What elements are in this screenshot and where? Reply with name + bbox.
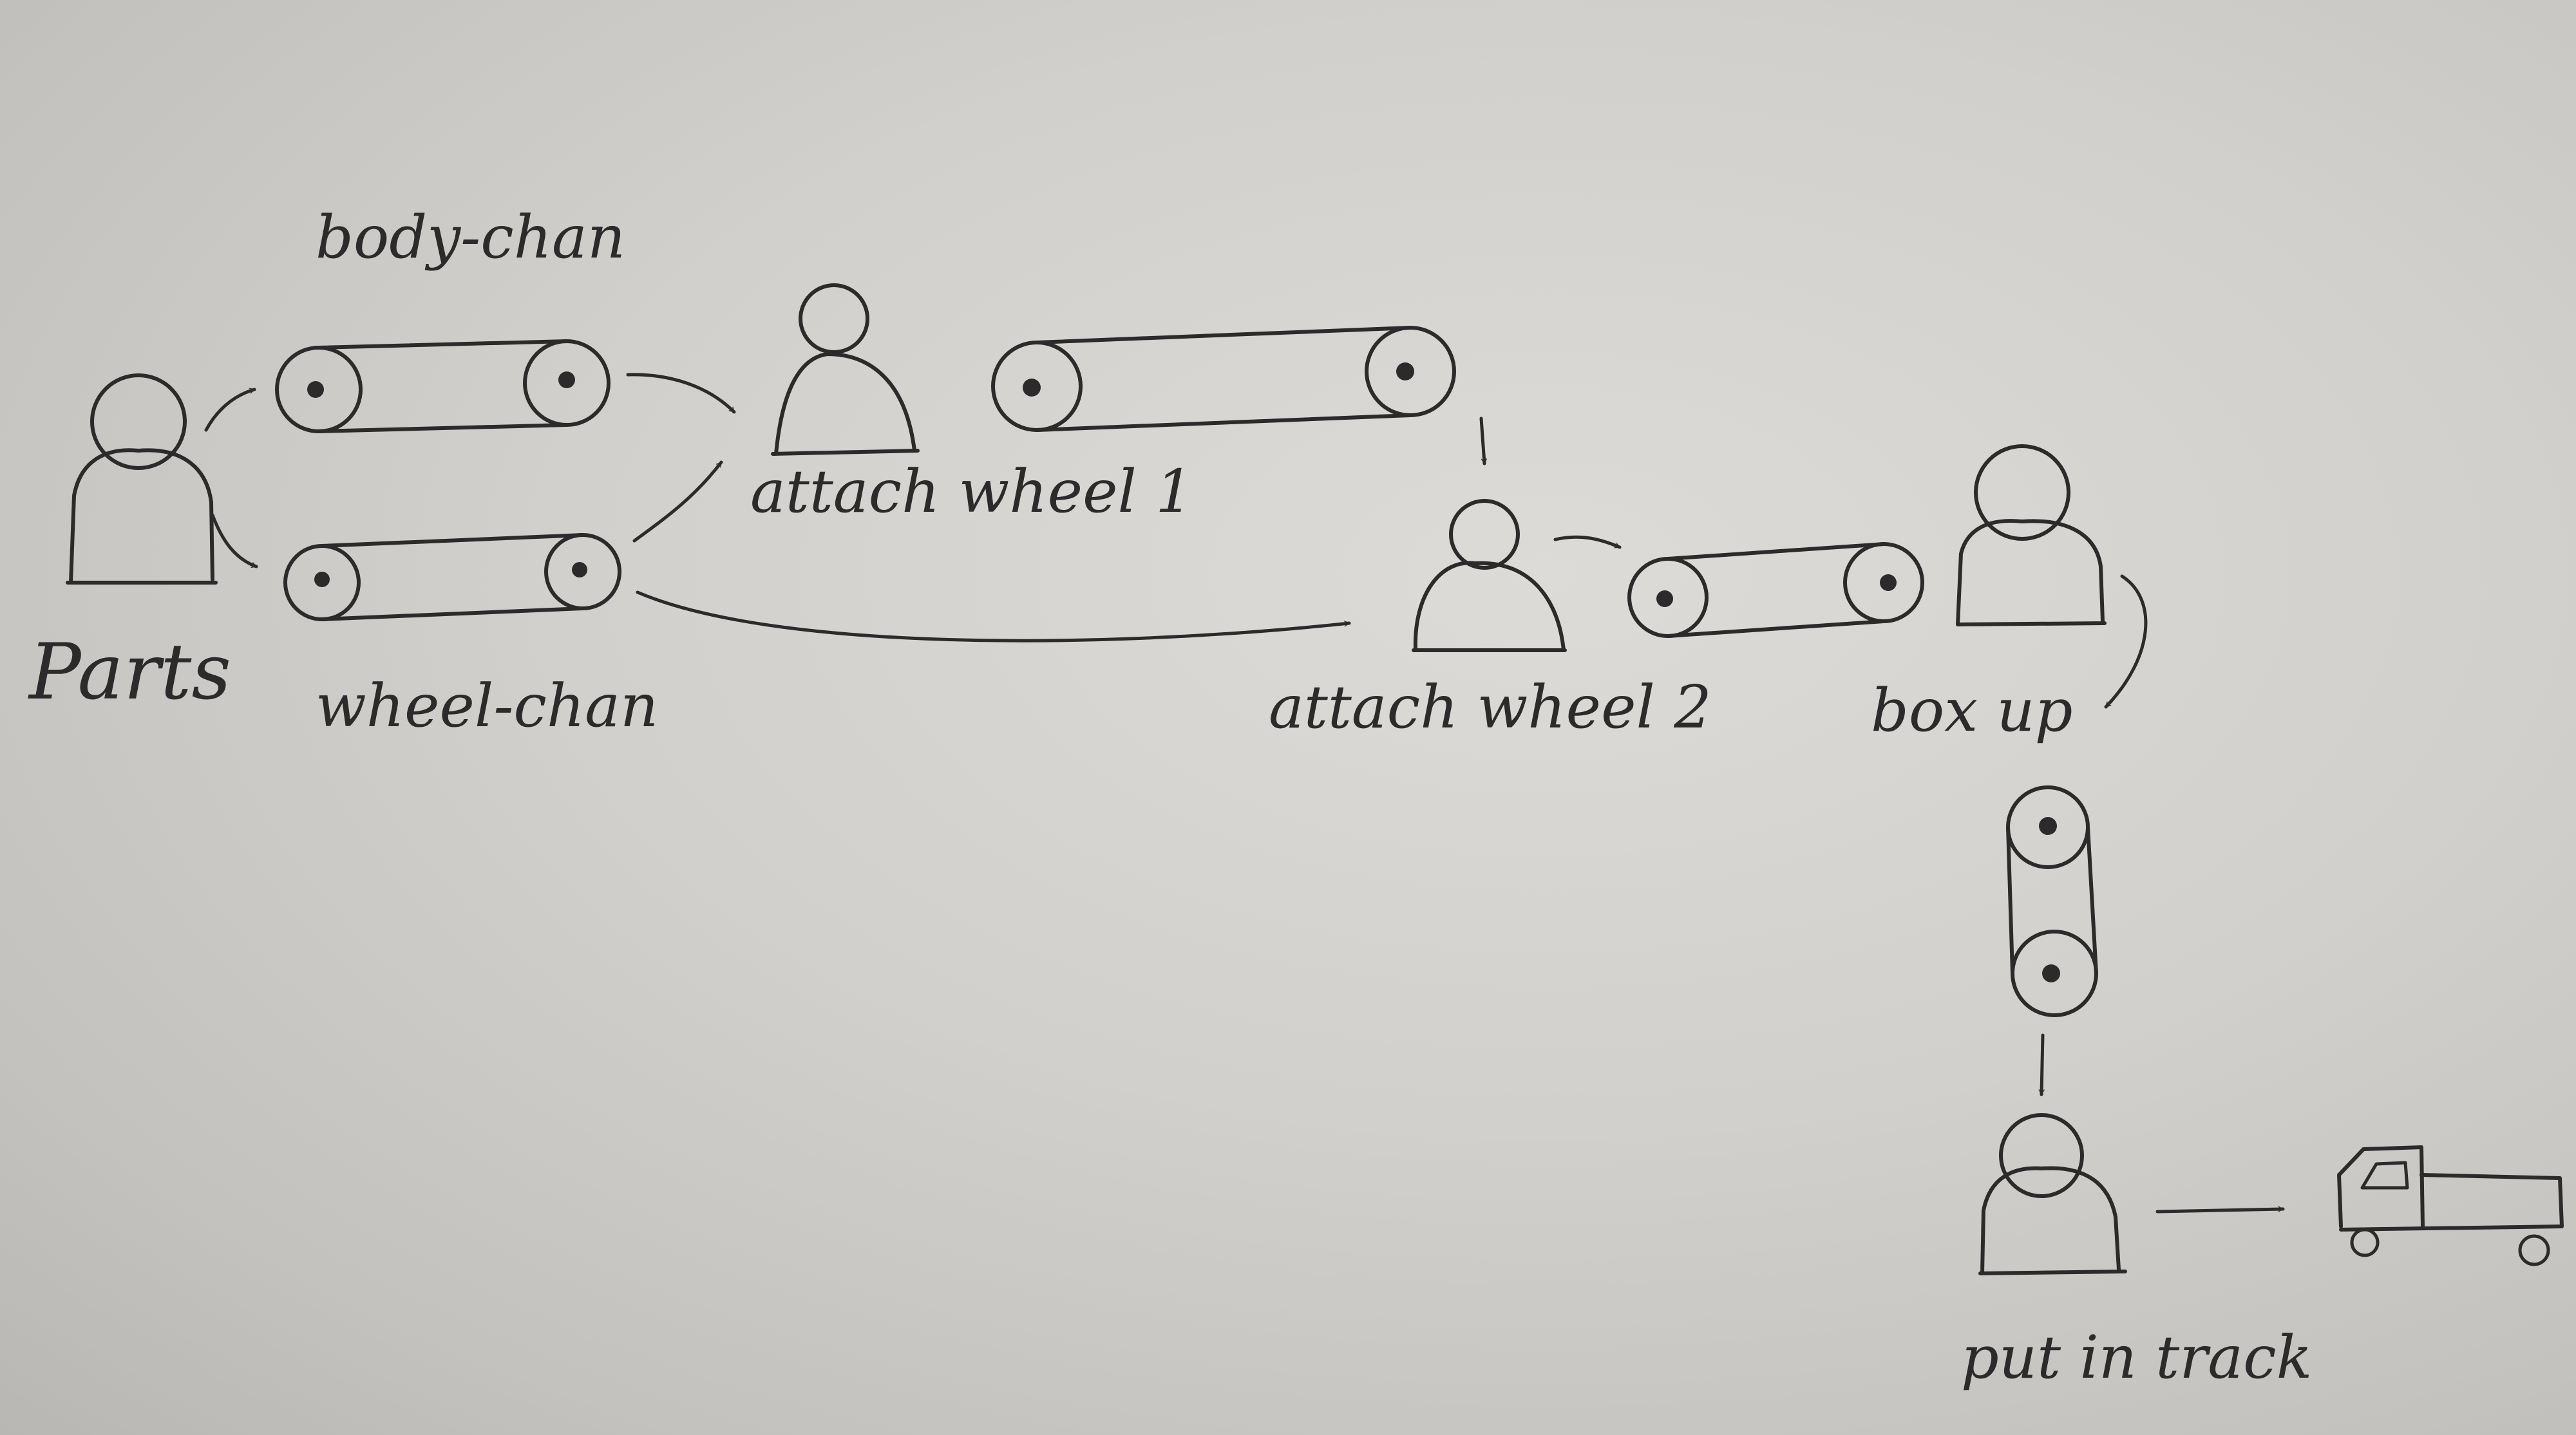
conveyor-aw2-left-hub xyxy=(1656,590,1673,607)
arrow-box-up-to-vertical-conveyor xyxy=(2104,574,2148,709)
conveyor-body-chan-left-hub xyxy=(307,381,324,398)
arrow-to-attach-wheel-2 xyxy=(1479,417,1488,465)
conveyor-wheel-chan-left-hub xyxy=(314,572,330,587)
conveyor-after-attach-wheel-1 xyxy=(991,326,1456,432)
conveyor-aw2-right-hub xyxy=(1880,574,1897,591)
arrow-vertical-conveyor-to-put-in-track xyxy=(2038,1033,2045,1096)
arrow-parts-to-body-chan xyxy=(204,388,256,432)
conveyor-aw1-left-hub xyxy=(1023,379,1041,397)
label-parts: Parts xyxy=(28,628,231,717)
arrow-parts-to-wheel-chan xyxy=(211,513,258,568)
label-box-up: box up xyxy=(1871,676,2073,745)
arrow-wheel-chan-to-attach-wheel-2 xyxy=(636,590,1351,642)
label-body-chan: body-chan xyxy=(316,203,625,272)
worker-parts-head xyxy=(90,373,187,470)
conveyor-vertical-bottom-hub xyxy=(2042,964,2060,982)
worker-attach-wheel-2 xyxy=(1412,499,1567,652)
conveyor-body-chan-right-hub xyxy=(558,371,575,388)
conveyor-aw1-belt xyxy=(1035,326,1412,432)
label-attach-wheel-2: attach wheel 2 xyxy=(1269,673,1712,742)
conveyor-body-chan xyxy=(275,339,611,433)
arrow-body-chan-to-attach-wheel-1 xyxy=(626,373,736,414)
arrow-put-in-track-to-truck xyxy=(2155,1206,2285,1214)
worker-parts xyxy=(66,373,218,585)
worker-attach-wheel-2-body xyxy=(1412,561,1567,652)
worker-box-up xyxy=(1956,444,2107,626)
conveyor-body-chan-belt xyxy=(317,339,569,433)
worker-put-in-track-body xyxy=(1978,1166,2127,1275)
truck-front-wheel xyxy=(2350,1228,2380,1257)
conveyor-vertical-belt xyxy=(2006,825,2098,975)
conveyor-aw1-right-hub xyxy=(1396,362,1414,380)
arrow-attach-wheel-2-to-conveyor xyxy=(1553,535,1622,549)
worker-box-up-head xyxy=(1974,444,2070,541)
worker-attach-wheel-1-body xyxy=(771,352,920,456)
label-attach-wheel-1: attach wheel 1 xyxy=(750,457,1193,526)
worker-attach-wheel-1-head xyxy=(799,283,869,354)
conveyor-after-attach-wheel-2 xyxy=(1627,542,1924,638)
conveyor-wheel-chan-belt xyxy=(320,533,585,621)
arrow-wheel-chan-to-attach-wheel-1 xyxy=(632,460,723,543)
truck-rear-wheel xyxy=(2518,1234,2550,1266)
worker-put-in-track xyxy=(1978,1113,2127,1275)
truck-icon xyxy=(2337,1145,2564,1266)
worker-box-up-body xyxy=(1956,519,2107,626)
label-put-in-track: put in track xyxy=(1961,1323,2312,1392)
conveyor-vertical-top-hub xyxy=(2039,817,2057,835)
worker-attach-wheel-1 xyxy=(771,283,920,456)
worker-parts-body xyxy=(66,448,218,585)
conveyor-wheel-chan xyxy=(283,533,621,621)
label-wheel-chan: wheel-chan xyxy=(316,671,658,740)
worker-attach-wheel-2-head xyxy=(1449,499,1520,570)
conveyor-wheel-chan-right-hub xyxy=(572,562,587,577)
truck-window xyxy=(2360,1161,2409,1190)
conveyor-aw2-belt xyxy=(1666,542,1886,638)
conveyor-vertical xyxy=(2006,785,2098,1017)
worker-put-in-track-head xyxy=(1999,1113,2084,1198)
truck-bed xyxy=(2339,1173,2564,1232)
